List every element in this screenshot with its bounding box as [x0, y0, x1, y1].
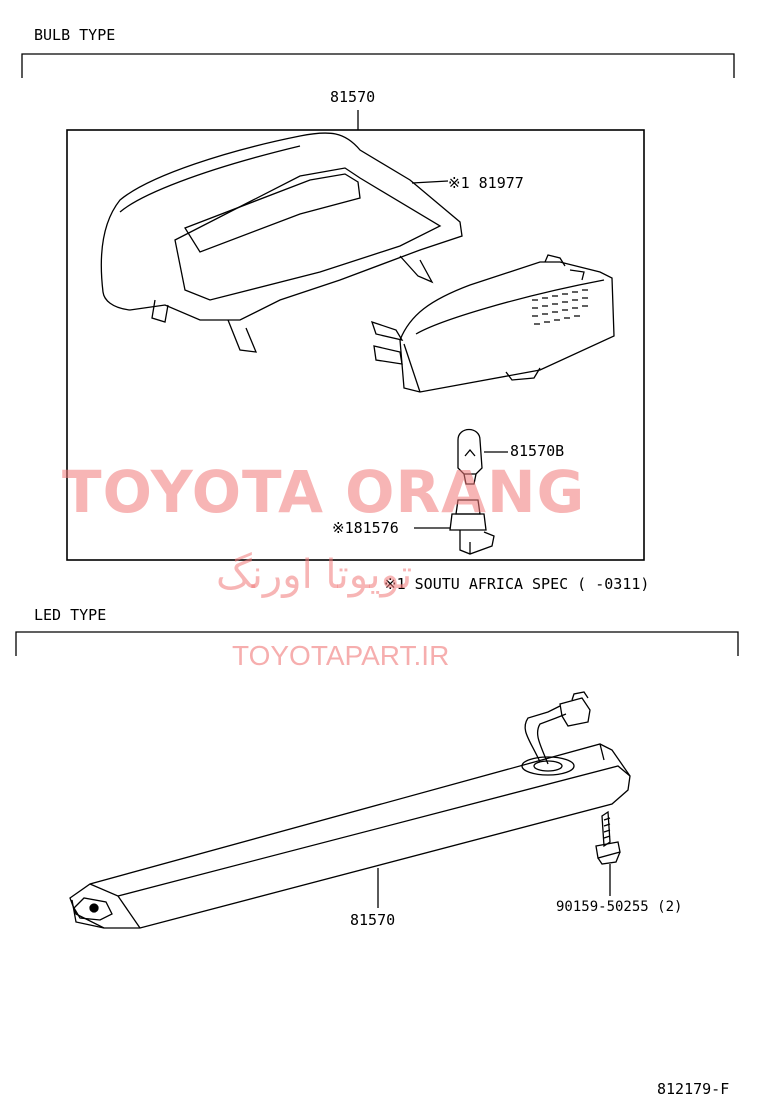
- led-section-bracket: [15, 631, 739, 656]
- bulb-label: 81570B: [510, 442, 565, 460]
- lamp-led-pattern: [532, 289, 588, 325]
- lamp-housing-drawing: [100, 132, 463, 353]
- led-type-title: LED TYPE: [34, 606, 107, 624]
- watermark-persian: تویوتا اورنگ: [216, 552, 413, 598]
- bulb-assembly-label: 81570: [330, 88, 376, 106]
- watermark-brand: TOYOTA ORANG: [62, 458, 586, 526]
- figure-id: 812179-F: [657, 1080, 730, 1098]
- socket-label: ※181576: [332, 519, 399, 537]
- led-assembly-label: 81570: [350, 911, 396, 929]
- spec-note: ※1 SOUTU AFRICA SPEC ( -0311): [384, 575, 650, 593]
- bulb-section-bracket: [21, 53, 735, 78]
- screw-drawing: [595, 810, 621, 865]
- assembly-frame: [66, 129, 645, 561]
- bulb-type-title: BULB TYPE: [34, 26, 116, 44]
- led-lamp-drawing: [69, 691, 631, 929]
- lamp-unit-drawing: [370, 254, 615, 393]
- watermark-url: TOYOTAPART.IR: [232, 640, 450, 671]
- screw-label: 90159-50255 (2): [556, 899, 683, 915]
- socket-drawing: [449, 499, 495, 555]
- lens-label: ※1 81977: [448, 174, 524, 192]
- bulb-drawing: [457, 428, 483, 485]
